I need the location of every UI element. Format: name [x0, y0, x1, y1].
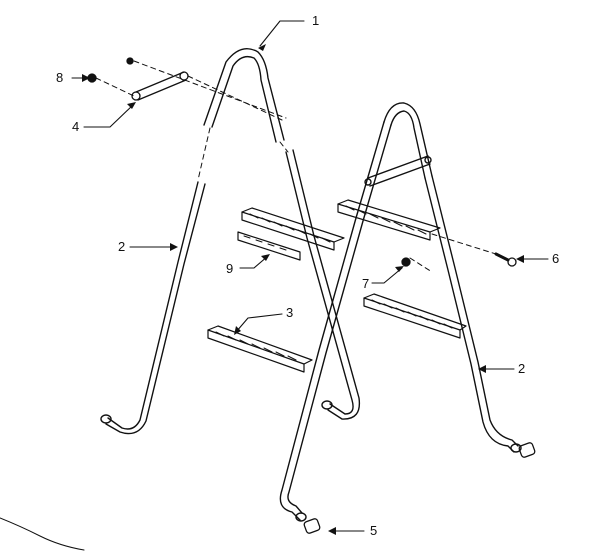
callout-9-label: 9	[226, 261, 234, 276]
assembly-guide-lines	[95, 60, 497, 273]
step-plate	[237, 231, 301, 261]
margin-mark	[0, 517, 85, 551]
callout-7-label: 7	[362, 276, 370, 291]
callout-6-label: 6	[552, 251, 560, 266]
brace-hardware	[87, 57, 189, 101]
left-frame	[100, 48, 361, 435]
callout-leaders	[71, 20, 549, 532]
callout-arrowheads	[82, 44, 524, 535]
right-frame	[279, 102, 522, 522]
callout-4-label: 4	[72, 119, 80, 134]
small-hardware	[303, 252, 536, 534]
callout-2-right-label: 2	[518, 361, 526, 376]
ladder-steps	[207, 199, 467, 373]
callout-1-label: 1	[312, 13, 320, 28]
callout-2-left-label: 2	[118, 239, 126, 254]
callout-3-label: 3	[286, 305, 294, 320]
callout-8-label: 8	[56, 70, 64, 85]
callout-5-label: 5	[370, 523, 378, 538]
